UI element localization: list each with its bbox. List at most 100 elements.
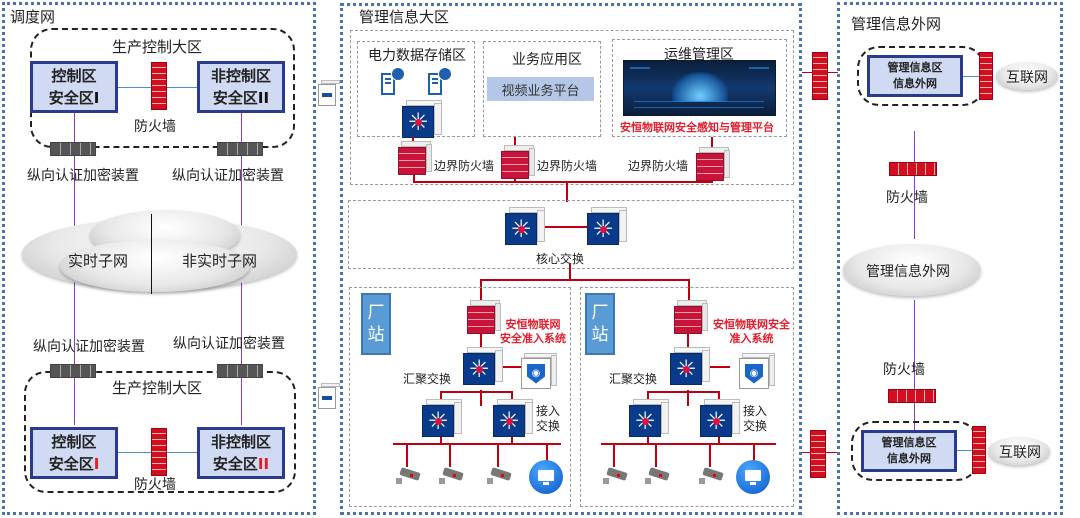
mgmt-external-panel [837, 2, 1063, 515]
link-red [503, 366, 523, 368]
production-region-bottom-title: 生产控制大区 [112, 379, 203, 397]
border-firewall-label-1: 边界防火墙 [434, 159, 495, 173]
link-red [440, 391, 442, 405]
link-red [480, 390, 482, 406]
control-zone-top: 控制区 安全区I [30, 61, 118, 113]
server-icon [381, 67, 405, 95]
internet-cloud-bottom [988, 437, 1050, 465]
non-control-zone-bottom: 非控制区 安全区II [197, 427, 285, 479]
nac-device-icon-2: ◉ [739, 353, 775, 389]
external-cloud [843, 244, 981, 296]
core-area [348, 200, 794, 269]
access-switch-icon-2b: ✳ [700, 399, 740, 439]
encryption-label-bl: 纵向认证加密装置 [33, 339, 145, 355]
storage-zone-title: 电力数据存储区 [368, 48, 466, 64]
camera-icon [396, 467, 422, 486]
encryption-device-icon-tl [50, 142, 96, 156]
control-zone-bottom: 控制区 安全区I [30, 427, 118, 479]
access-switch-icon-1a: ✳ [422, 399, 462, 439]
bus-line-2 [601, 443, 776, 445]
firewall-label-top: 防火墙 [134, 119, 176, 135]
non-realtime-subnet-label: 非实时子网 [182, 252, 258, 270]
core-switch-icon-1: ✳ [505, 207, 545, 247]
link-red [545, 226, 589, 228]
link-red [711, 137, 713, 151]
nac-firewall-icon-2 [674, 300, 708, 334]
link-red [406, 443, 408, 467]
camera-icon [487, 467, 513, 486]
link-red [718, 437, 720, 444]
dispatch-net-title: 调度网 [10, 8, 56, 26]
ops-zone-title: 运维管理区 [664, 47, 734, 63]
link-red [566, 182, 568, 202]
link-red [647, 437, 649, 444]
encryption-label-br: 纵向认证加密装置 [173, 336, 285, 352]
link-blue [963, 76, 979, 77]
encryption-device-icon-bl [50, 364, 96, 378]
link-red [514, 178, 516, 182]
access-switch-icon-2a: ✳ [629, 399, 669, 439]
link-red [480, 279, 690, 281]
dispatch-cloud-puff [60, 240, 250, 292]
station-label-2: 厂 站 [585, 293, 615, 355]
mgmt-info-title: 管理信息大区 [359, 8, 450, 26]
internet-label-top: 互联网 [1006, 70, 1048, 86]
service-area [350, 30, 794, 185]
link-red [655, 443, 657, 467]
external-cloud-label: 管理信息外网 [866, 264, 950, 280]
camera-icon [699, 467, 725, 486]
link-purple [914, 131, 915, 239]
link-red [440, 437, 442, 444]
firewall-label-bottom: 防火墙 [134, 477, 176, 493]
encryption-device-icon-tr [217, 142, 263, 156]
firewall-icon-internet-bottom [972, 426, 986, 474]
mgmt-external-title: 管理信息外网 [851, 15, 942, 33]
mgmt-info-zone-bottom: 管理信息区 信息外网 [861, 430, 957, 472]
link-red [613, 443, 615, 467]
link-red [753, 443, 755, 461]
link-red [711, 180, 713, 182]
production-region-top-title: 生产控制大区 [112, 38, 203, 56]
access-switch-label-2: 接入 交换 [743, 404, 768, 433]
nac-label-2: 安恒物联网安全 准入系统 [713, 318, 790, 345]
internet-cloud-top [996, 62, 1058, 90]
border-firewall-icon-2 [501, 145, 535, 179]
nac-firewall-icon-1 [467, 300, 501, 334]
dispatch-net-panel [2, 2, 316, 515]
firewall-icon-top [151, 62, 167, 110]
border-firewall-icon-3 [696, 147, 730, 181]
link-red [647, 391, 649, 405]
link-red [569, 264, 571, 280]
link-red [710, 366, 730, 368]
computer-icon [529, 460, 563, 494]
non-control-zone-top: 非控制区 安全区II [197, 61, 285, 113]
encryption-label-tr: 纵向认证加密装置 [172, 168, 284, 184]
ops-platform-label: 安恒物联网安全感知与管理平台 [620, 121, 774, 134]
link-red [449, 443, 451, 467]
link-red [511, 437, 513, 444]
isolation-device-icon-top [318, 80, 340, 106]
camera-icon [439, 467, 465, 486]
border-firewall-label-2: 边界防火墙 [537, 159, 598, 173]
link-purple [914, 300, 915, 430]
aggregation-switch-label-1: 汇聚交换 [403, 372, 452, 386]
link-red [497, 443, 499, 467]
link-red [413, 181, 713, 183]
cloud-divider [151, 214, 152, 294]
firewall-icon-mid-right-bottom [810, 430, 826, 478]
station-label-1: 厂 站 [361, 293, 391, 355]
app-zone-title: 业务应用区 [512, 52, 582, 68]
computer-icon [736, 460, 770, 494]
link-red [440, 391, 512, 393]
video-platform: 视频业务平台 [487, 77, 594, 101]
firewall-label-right-top: 防火墙 [886, 190, 928, 206]
link-red [647, 391, 719, 393]
link-red [480, 279, 482, 304]
link-red [687, 334, 689, 348]
encryption-device-icon-br [217, 364, 263, 378]
station-area-1 [349, 287, 571, 507]
link-red [546, 443, 548, 461]
internet-label-bottom: 互联网 [999, 445, 1041, 461]
access-switch-icon-1b: ✳ [493, 399, 533, 439]
firewall-icon-right-top [889, 162, 937, 176]
